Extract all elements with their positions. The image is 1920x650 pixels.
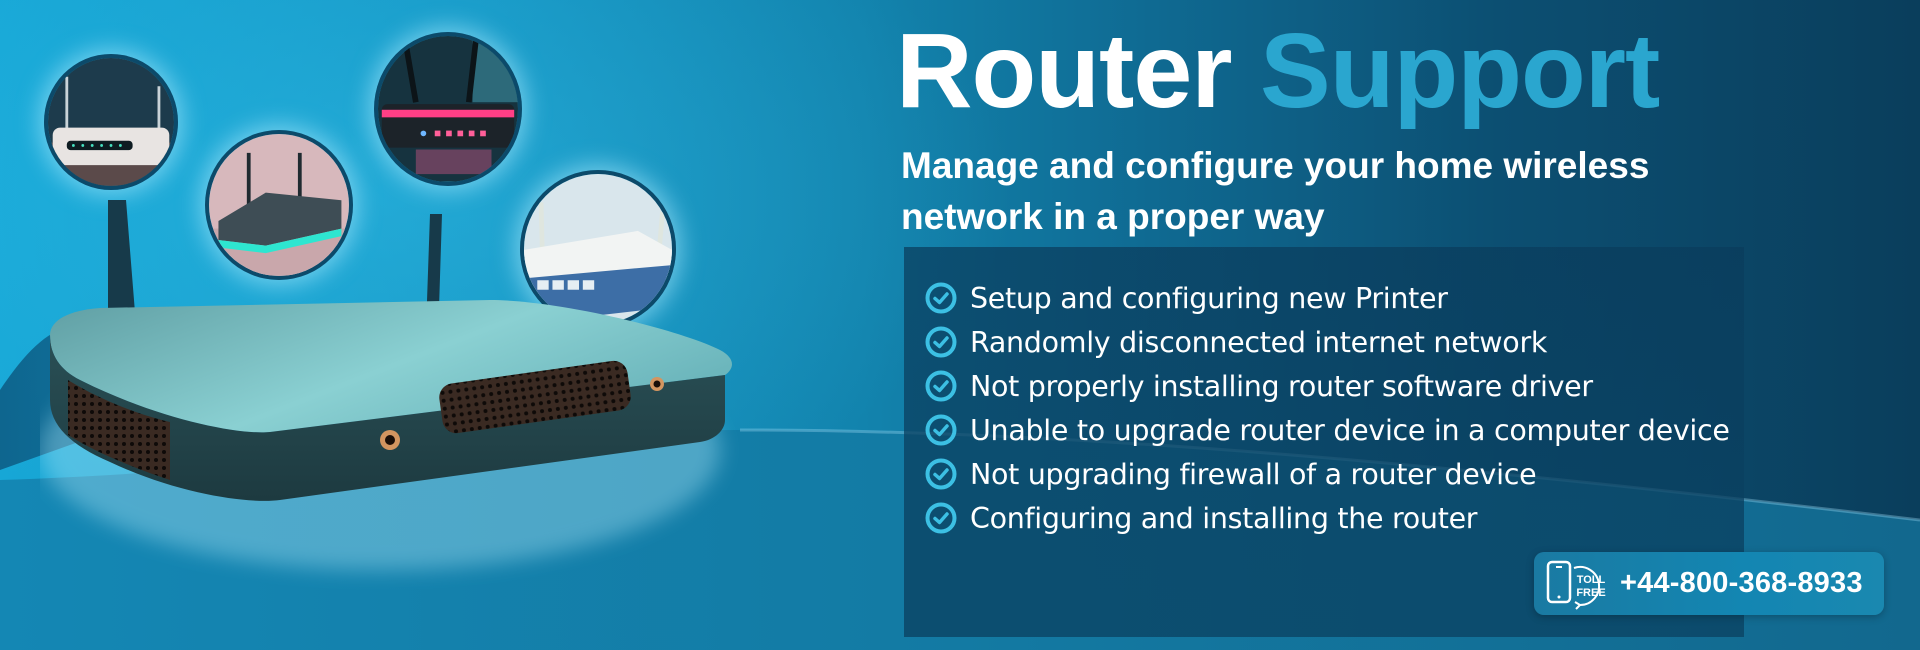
- phone-toll-free-icon: TOLL FREE: [1546, 560, 1606, 610]
- check-circle-icon: [925, 414, 957, 446]
- svg-text:FREE: FREE: [1576, 587, 1605, 599]
- feature-item: Unable to upgrade router device in a com…: [924, 408, 1730, 452]
- feature-item: Not properly installing router software …: [924, 364, 1730, 408]
- feature-item: Randomly disconnected internet network: [924, 320, 1730, 364]
- feature-label: Setup and configuring new Printer: [970, 281, 1448, 315]
- phone-number[interactable]: +44-800-368-8933: [1620, 567, 1863, 599]
- title-word-router: Router: [896, 12, 1233, 130]
- feature-item: Setup and configuring new Printer: [924, 276, 1730, 320]
- feature-label: Configuring and installing the router: [970, 501, 1478, 535]
- svg-text:TOLL: TOLL: [1577, 574, 1606, 586]
- dark-teal-router-bubble: [205, 130, 353, 280]
- white-blue-router-bubble: [520, 170, 676, 328]
- page-subtitle: Manage and configure your home wireless …: [901, 145, 1650, 237]
- check-circle-icon: [925, 370, 957, 402]
- features-list: Setup and configuring new Printer Random…: [924, 276, 1730, 540]
- check-circle-icon: [925, 502, 957, 534]
- feature-label: Unable to upgrade router device in a com…: [970, 413, 1730, 447]
- check-circle-icon: [925, 458, 957, 490]
- page-title: Router Support: [896, 18, 1660, 124]
- pink-neon-router-bubble: [374, 32, 522, 186]
- feature-label: Not upgrading firewall of a router devic…: [970, 457, 1537, 491]
- white-router-bubble: [44, 54, 178, 190]
- title-word-support: Support: [1260, 12, 1660, 130]
- feature-label: Randomly disconnected internet network: [970, 325, 1548, 359]
- check-circle-icon: [925, 282, 957, 314]
- main-router-image: [40, 200, 732, 570]
- check-circle-icon: [925, 326, 957, 358]
- toll-free-call-button[interactable]: TOLL FREE +44-800-368-8933: [1534, 552, 1884, 615]
- feature-item: Configuring and installing the router: [924, 496, 1730, 540]
- feature-label: Not properly installing router software …: [970, 369, 1593, 403]
- feature-item: Not upgrading firewall of a router devic…: [924, 452, 1730, 496]
